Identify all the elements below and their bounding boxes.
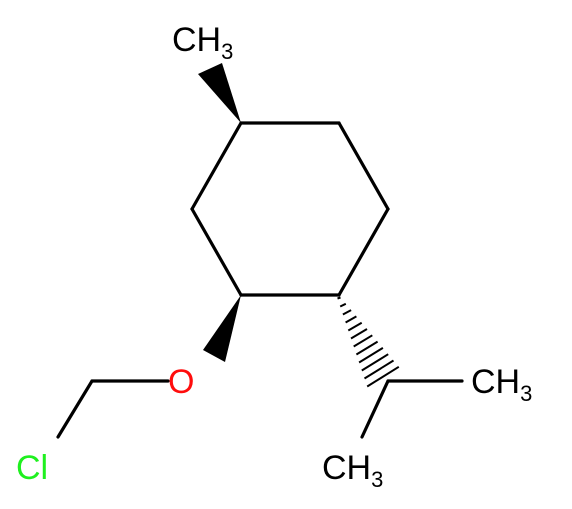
methyl-top-label: CH3: [172, 21, 233, 64]
wedge-bond-methyl: [198, 63, 241, 123]
hash-bond-isopropyl: [337, 296, 400, 388]
bond-isopropyl-ch3-bottom: [360, 379, 390, 439]
bond-ch2-chlorine: [56, 379, 94, 439]
chlorine-label: Cl: [16, 449, 48, 487]
bond-c6-c1: [190, 121, 243, 211]
ring-bonds: [190, 121, 390, 297]
wedge-bond-oxygen: [203, 295, 241, 362]
bond-c2-c3: [337, 121, 390, 211]
methyl-right-label: CH3: [471, 363, 532, 406]
oxygen-label: O: [168, 363, 194, 401]
methyl-bottom-label: CH3: [322, 449, 383, 492]
bond-c5-c6: [190, 207, 243, 297]
bond-c3-c4: [337, 207, 390, 297]
